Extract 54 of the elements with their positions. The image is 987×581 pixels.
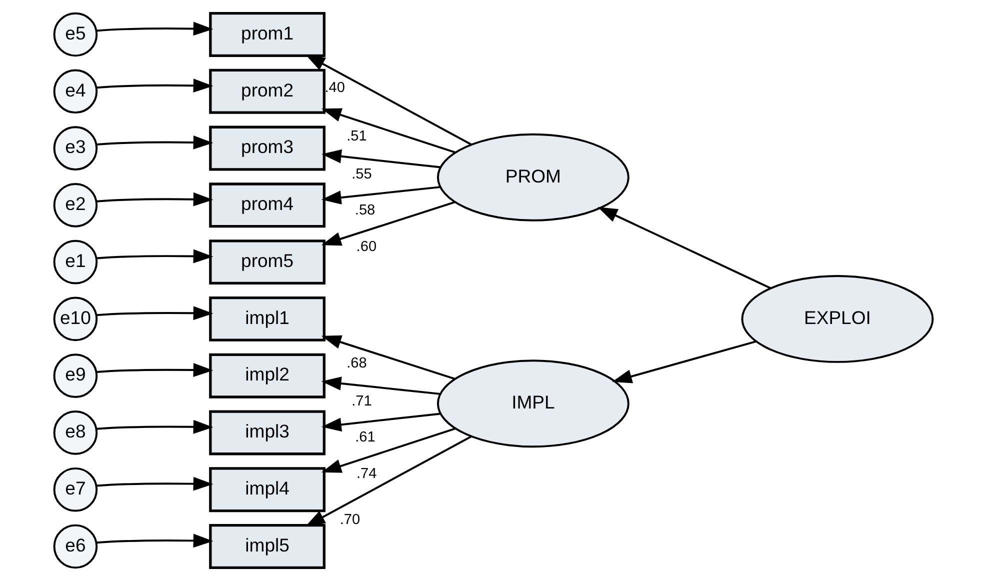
node-box: prom2 [209,68,326,114]
edge-label: .40 [324,80,345,96]
arrow [322,108,456,154]
node-circle: e5 [53,12,98,57]
arrow [321,186,440,204]
node-circle: e9 [53,354,98,398]
arrow [96,476,214,491]
arrow [612,340,756,384]
arrow [322,428,456,473]
node-box: prom1 [209,12,326,57]
node-circle: e2 [53,183,98,228]
arrow [96,249,214,264]
edge-label: .58 [354,202,376,219]
node-ellipse: IMPL [436,360,630,448]
arrow [96,136,214,150]
node-circle: e7 [53,467,98,512]
arrow [96,420,214,434]
node-box: prom4 [209,182,326,228]
node-ellipse: EXPLOI [741,274,934,363]
node-box: impl3 [209,410,326,456]
arrow [96,22,214,36]
node-box: impl4 [209,467,326,512]
node-box: prom5 [209,240,326,285]
arrow [322,412,441,432]
edge-label: .71 [352,393,372,410]
arrow [96,534,214,548]
edge-label: .61 [355,430,376,446]
arrow [96,192,214,206]
arrow [96,363,214,377]
node-circle: e1 [53,240,98,284]
node-box: impl2 [209,353,326,398]
arrow [96,78,214,93]
arrow [305,436,472,527]
edge-label: .68 [346,356,367,372]
node-circle: e10 [53,296,98,342]
node-box: prom3 [209,126,326,171]
edge-label: .70 [340,512,360,528]
edge-label: .74 [356,466,377,482]
arrow [321,335,456,380]
arrow [321,376,440,395]
arrow [322,149,441,168]
node-circle: e8 [53,410,98,455]
node-circle: e4 [53,69,98,114]
arrow [96,306,214,320]
arrow [321,201,456,246]
node-box: impl1 [209,296,326,342]
node-circle: e3 [53,126,98,170]
edge-label: .60 [356,238,377,255]
arrow [598,207,772,290]
edge-label: .51 [346,128,367,145]
edge-label: .55 [352,166,372,182]
node-circle: e6 [53,524,98,569]
arrow [305,54,472,146]
node-box: impl5 [209,524,326,569]
